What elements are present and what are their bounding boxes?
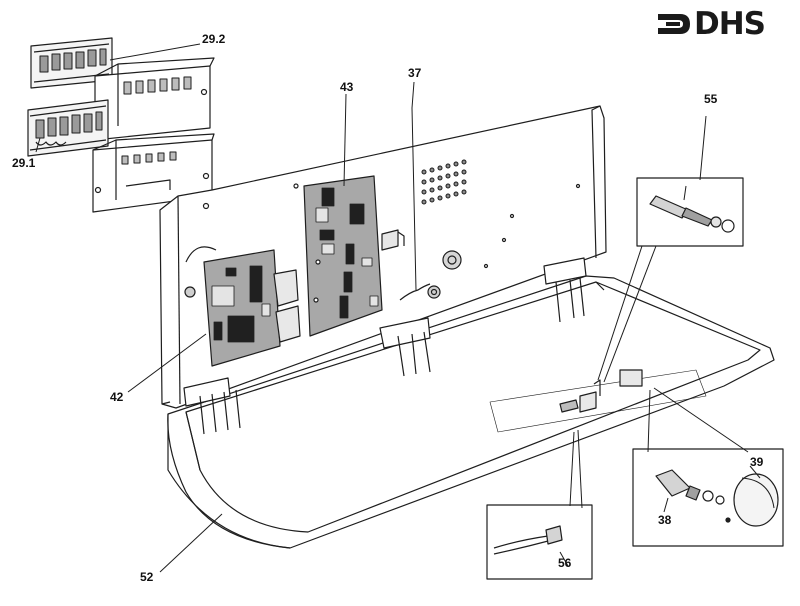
leader-lines <box>35 43 417 573</box>
callout-29-2: 29.2 <box>202 32 226 46</box>
logo-mark-icon <box>658 14 690 34</box>
callout-52: 52 <box>140 570 154 584</box>
terminal-block-29-2 <box>30 37 215 141</box>
detail-inset-38-39 <box>632 387 784 547</box>
callout-55: 55 <box>704 92 718 106</box>
callout-56: 56 <box>558 556 572 570</box>
circuit-board-43 <box>303 175 383 337</box>
callout-39: 39 <box>750 455 764 469</box>
callout-42: 42 <box>110 390 124 404</box>
callout-38: 38 <box>658 513 672 527</box>
dhs-logo: DHS <box>656 6 792 42</box>
hinge-brackets <box>183 257 587 435</box>
logo-text: DHS <box>694 6 766 42</box>
wire-37 <box>399 283 441 301</box>
switch-on-tray <box>559 369 643 413</box>
detail-inset-56 <box>486 429 593 580</box>
circuit-board-42 <box>184 246 301 367</box>
callout-43: 43 <box>340 80 354 94</box>
terminal-block-29-1 <box>27 99 215 213</box>
callout-37: 37 <box>408 66 422 80</box>
housing-tray-52 <box>167 275 775 549</box>
detail-inset-55 <box>597 115 744 383</box>
callout-29-1: 29.1 <box>12 156 36 170</box>
